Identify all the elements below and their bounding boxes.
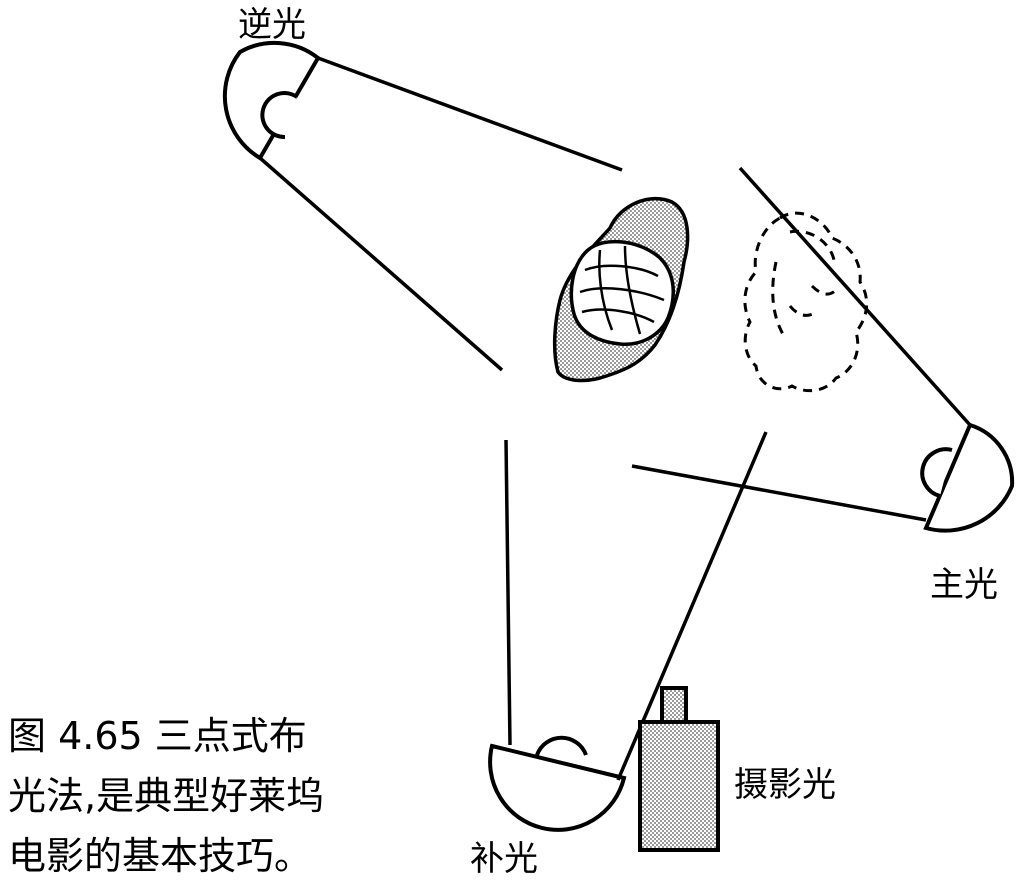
camera-label: 摄影光 <box>734 765 836 805</box>
back-light-lamp <box>222 40 321 161</box>
caption-line-3: 电影的基本技巧。 <box>8 834 313 878</box>
caption-line-2: 光法,是典型好莱坞 <box>8 774 325 818</box>
key-light-lamp <box>920 422 1015 533</box>
subject-head-icon <box>552 196 690 383</box>
camera-icon <box>638 686 720 852</box>
back-light-beam <box>258 56 623 372</box>
subject-ghost-outline <box>743 211 869 393</box>
key-light-beam <box>631 166 972 522</box>
back-light-label: 逆光 <box>238 5 306 45</box>
fill-light-label: 补光 <box>470 839 538 879</box>
figure-caption: 图 4.65 三点式布 光法,是典型好莱坞 电影的基本技巧。 <box>8 706 324 886</box>
key-light-label: 主光 <box>930 565 998 605</box>
caption-line-1: 图 4.65 三点式布 <box>8 714 307 758</box>
fill-light-lamp <box>488 735 627 832</box>
